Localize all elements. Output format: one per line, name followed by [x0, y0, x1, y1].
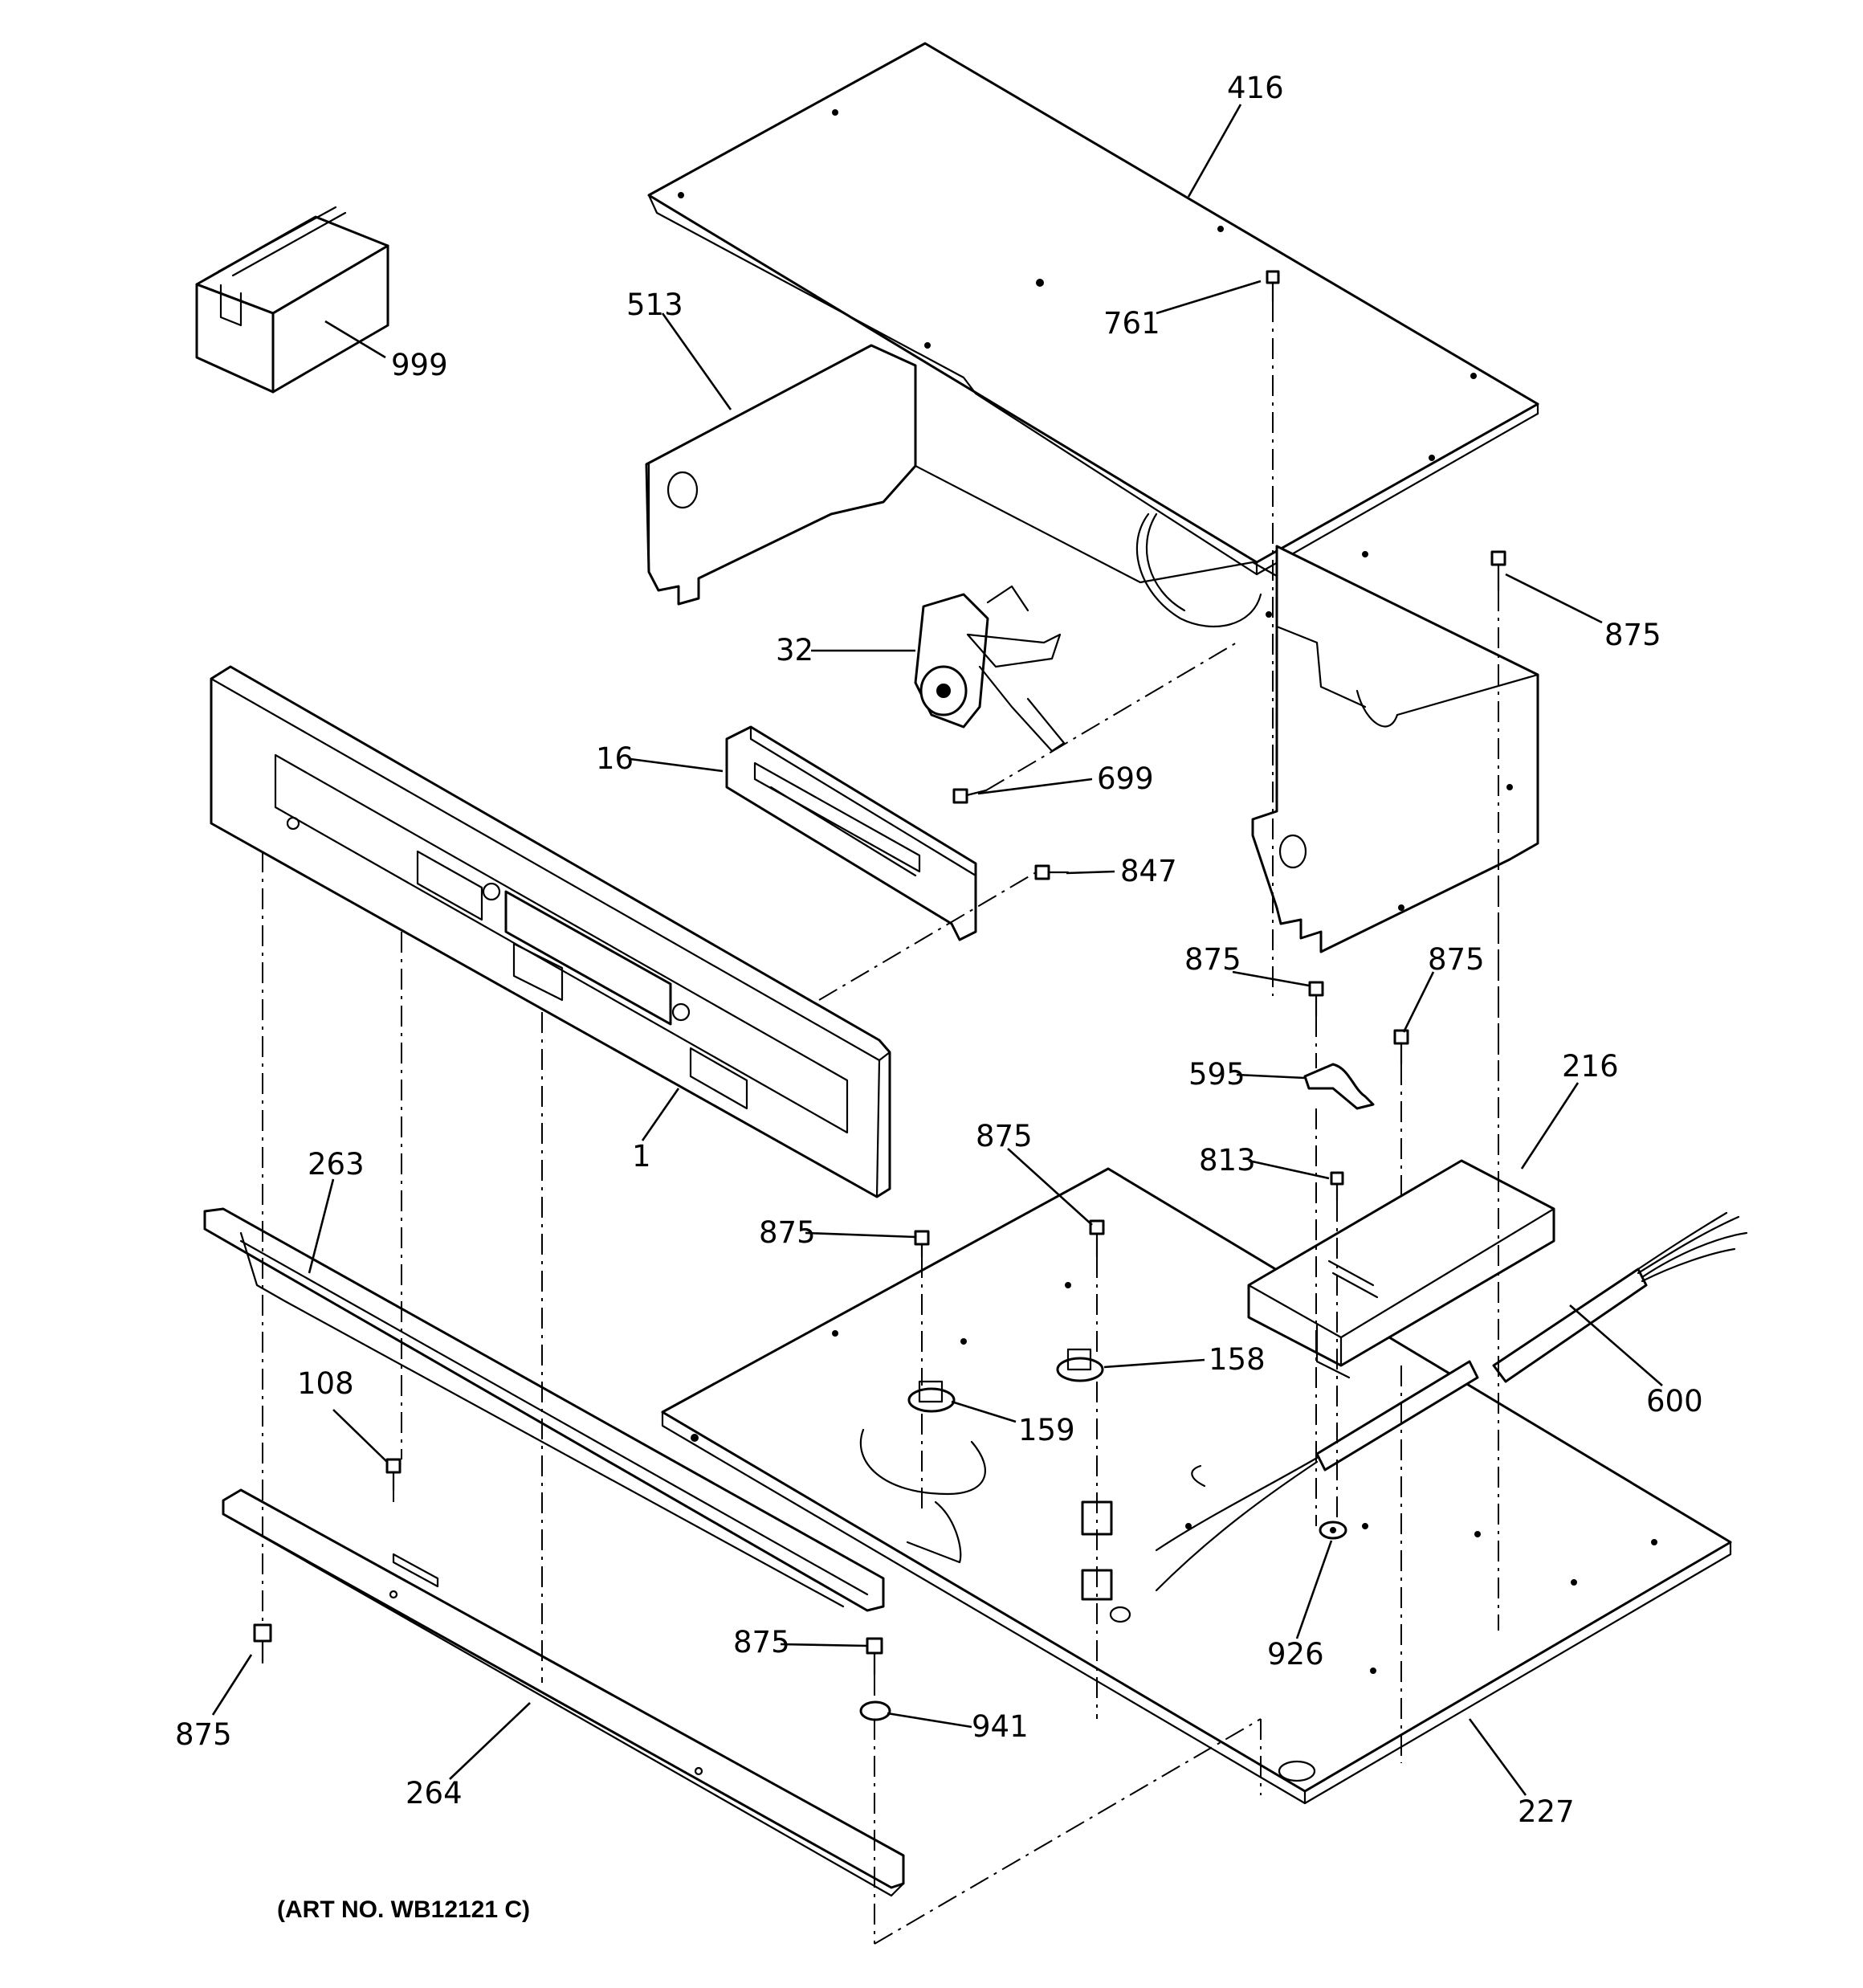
part-264-bottom-trim [222, 1488, 905, 1897]
screw-875-center-a [914, 1230, 930, 1259]
washer-941 [859, 1700, 891, 1721]
part-263-trim [203, 1207, 885, 1612]
part-158-thermostat [1056, 1348, 1104, 1382]
screw-875-top-right [1490, 550, 1506, 592]
callout-875-center-b: 875 [759, 1215, 816, 1250]
screw-699 [952, 788, 988, 804]
part-999-carton [195, 206, 389, 394]
callout-227: 227 [1518, 1794, 1575, 1829]
callout-16: 16 [596, 741, 634, 776]
screw-875-bottom-left [253, 1623, 272, 1664]
screw-875-center-b [1089, 1219, 1105, 1259]
callout-108: 108 [297, 1366, 354, 1401]
leader-lines [211, 104, 1663, 1796]
part-159-thermostat [907, 1380, 956, 1413]
screws [253, 270, 1506, 1721]
callout-600: 600 [1646, 1384, 1703, 1419]
callout-941: 941 [972, 1709, 1029, 1744]
screw-108 [385, 1458, 402, 1492]
callout-595: 595 [1188, 1057, 1245, 1092]
grommet-926 [1319, 1521, 1347, 1540]
callout-875-mid-b: 875 [1428, 942, 1485, 977]
screw-875-bottom [866, 1637, 883, 1676]
callout-875-bottom-left: 875 [175, 1717, 232, 1752]
art-number: (ART NO. WB12121 C) [277, 1896, 530, 1923]
callout-761: 761 [1103, 306, 1160, 341]
callout-1: 1 [632, 1139, 651, 1174]
part-600-harness [1081, 1211, 1748, 1601]
callout-875-center-a: 875 [976, 1119, 1033, 1153]
screw-875-mid-a [1308, 981, 1324, 1018]
callout-813: 813 [1199, 1143, 1256, 1178]
callout-216: 216 [1562, 1049, 1619, 1084]
callout-158: 158 [1209, 1342, 1266, 1377]
callout-263: 263 [308, 1147, 365, 1182]
screw-813 [1330, 1171, 1344, 1202]
part-513-wrapper [645, 344, 1539, 953]
callout-699: 699 [1097, 761, 1154, 796]
assembly-lines [262, 301, 1499, 1945]
part-32-blower-motor [914, 585, 1066, 753]
callout-416: 416 [1227, 71, 1284, 105]
callout-32: 32 [776, 633, 813, 667]
screw-847 [1034, 864, 1070, 880]
callout-926: 926 [1267, 1637, 1324, 1672]
callout-875-top-right: 875 [1604, 618, 1661, 652]
callout-847: 847 [1120, 854, 1177, 888]
callout-labels: 416 513 999 761 875 32 16 699 847 875 87… [175, 71, 1703, 1829]
callout-999: 999 [391, 348, 448, 382]
screw-875-mid-b [1393, 1029, 1409, 1066]
clip-595 [1303, 1063, 1375, 1110]
callout-875-bottom: 875 [733, 1625, 790, 1659]
callout-875-mid-a: 875 [1184, 942, 1241, 977]
screw-761 [1266, 270, 1280, 303]
callout-264: 264 [406, 1776, 463, 1810]
callout-513: 513 [626, 288, 683, 322]
callout-159: 159 [1018, 1413, 1075, 1447]
part-416-top-cover [647, 42, 1539, 576]
part-1-control-panel [210, 665, 891, 1198]
part-227-base-pan [661, 1167, 1732, 1805]
part-16-control-board [725, 725, 977, 941]
